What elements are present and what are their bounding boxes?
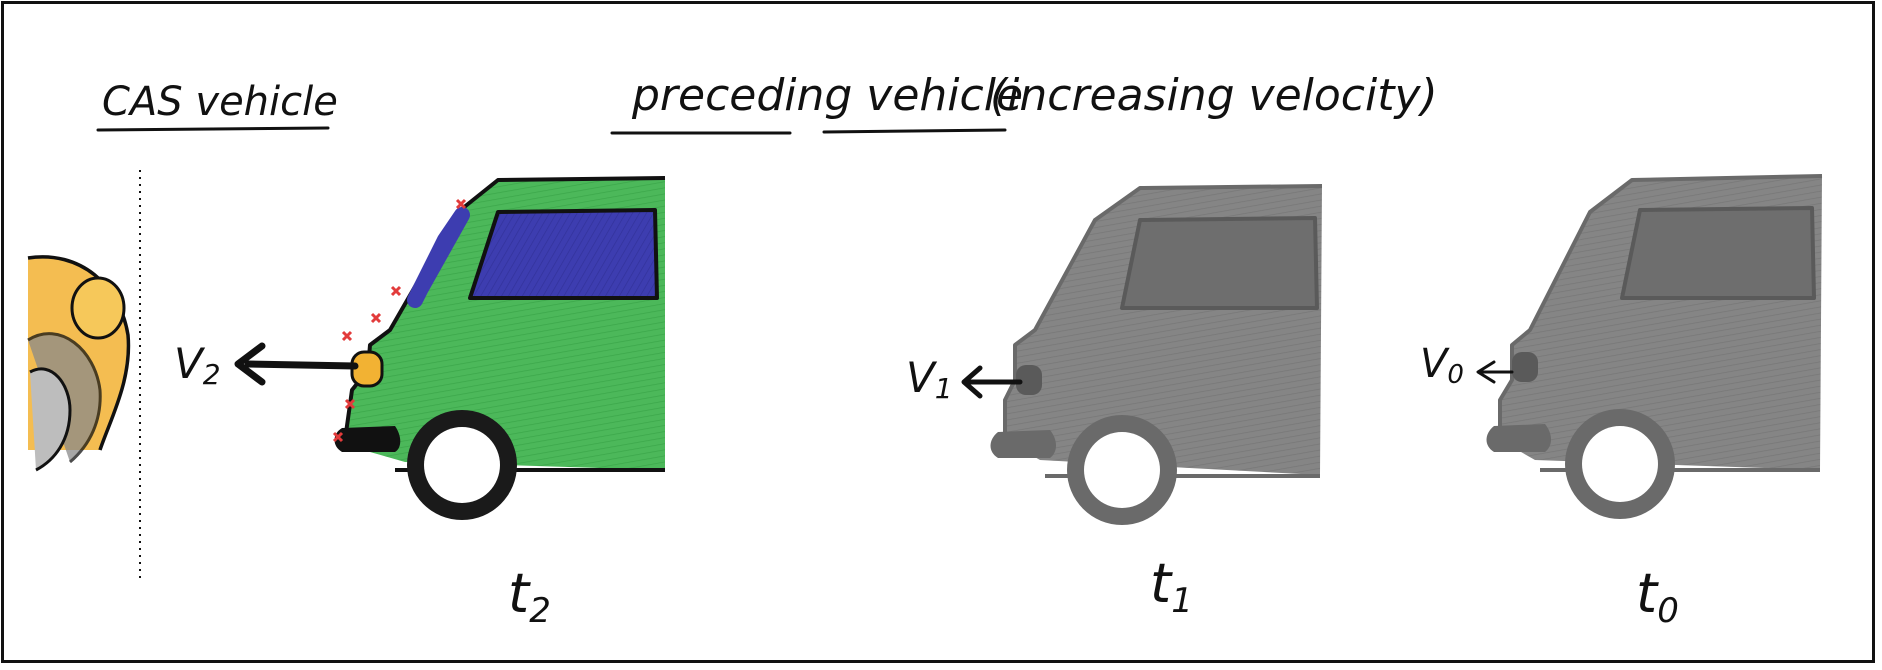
truck-t0-rim bbox=[1582, 426, 1658, 502]
truck-t2-rim bbox=[424, 427, 500, 503]
truck-t1-bumper bbox=[990, 430, 1056, 458]
truck-t2-windshield bbox=[468, 208, 659, 300]
truck-t0: V0 t0 bbox=[1420, 174, 1823, 631]
truck-t2-bumper bbox=[334, 426, 401, 452]
time-label-t0: t0 bbox=[1636, 562, 1679, 631]
time-label-t1: t1 bbox=[1150, 552, 1193, 621]
truck-t0-headlight bbox=[1512, 352, 1538, 382]
velocity-arrow-v2 bbox=[244, 360, 359, 370]
truck-t0-bumper bbox=[1486, 424, 1551, 452]
vehicle-underline bbox=[822, 128, 1007, 134]
preceding-vehicle-title: preceding vehicle (increasing velocity) bbox=[610, 70, 1438, 135]
increasing-velocity-note: (increasing velocity) bbox=[990, 70, 1438, 121]
cas-wheel bbox=[29, 367, 72, 472]
truck-t2: V2 t2 bbox=[174, 176, 666, 631]
velocity-label-v0: V0 bbox=[1420, 341, 1464, 390]
preceding-vehicle-label: preceding vehicle bbox=[631, 70, 1023, 121]
cas-vehicle-label: CAS vehicle bbox=[102, 79, 338, 125]
truck-t1-headlight bbox=[1016, 365, 1042, 395]
velocity-arrowhead-v0 bbox=[1476, 360, 1496, 384]
truck-t1-rim bbox=[1084, 432, 1160, 508]
velocity-label-v1: V1 bbox=[906, 353, 953, 405]
cas-vehicle-title: CAS vehicle bbox=[96, 79, 338, 132]
time-label-t2: t2 bbox=[508, 562, 551, 631]
cas-vehicle bbox=[27, 255, 131, 472]
cas-underline bbox=[96, 126, 330, 132]
truck-t1-windshield bbox=[1120, 216, 1319, 310]
truck-t1: V1 t1 bbox=[906, 184, 1323, 621]
velocity-arrowhead-v2 bbox=[234, 342, 266, 386]
velocity-arrowhead-v1 bbox=[961, 365, 983, 399]
velocity-label-v2: V2 bbox=[174, 339, 221, 391]
truck-t2-markers bbox=[332, 198, 467, 443]
cas-headlight bbox=[70, 276, 126, 340]
cas-vehicle-outline bbox=[27, 255, 131, 451]
truck-t0-windshield bbox=[1620, 206, 1816, 300]
truck-t2-side-window bbox=[407, 207, 470, 308]
